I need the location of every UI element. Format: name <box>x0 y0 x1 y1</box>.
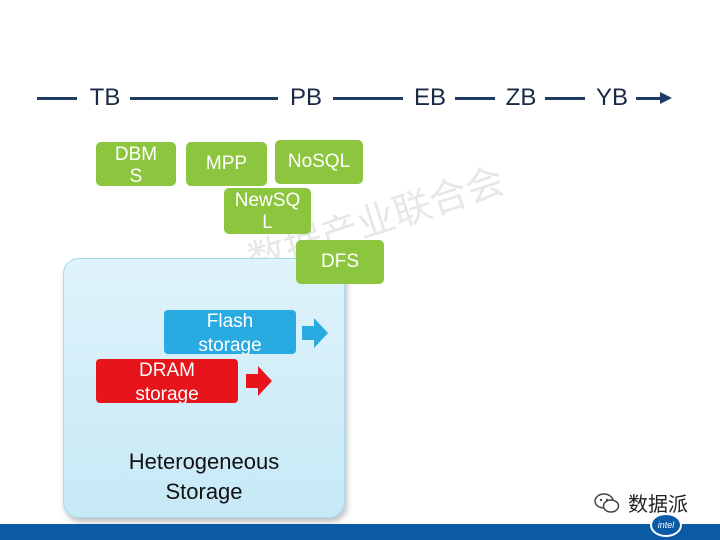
wechat-icon <box>594 493 620 513</box>
scale-label-zb: ZB <box>505 84 537 111</box>
axis-segment <box>545 97 585 100</box>
wechat-brand-name: 数据派 <box>624 488 692 517</box>
tech-box-nosql: NoSQL <box>275 140 363 184</box>
scale-label-eb: EB <box>413 84 446 111</box>
intel-logo: intel <box>650 513 682 537</box>
tech-box-mpp: MPP <box>186 142 267 186</box>
flash-storage-box: Flash storage <box>164 310 296 354</box>
storage-caption-line1: Heterogeneous <box>128 449 280 474</box>
tech-box-newsql: NewSQ L <box>224 188 311 234</box>
scale-label-tb: TB <box>89 84 121 111</box>
tech-box-dfs: DFS <box>296 240 384 284</box>
dram-storage-box: DRAM storage <box>96 359 238 403</box>
axis-segment <box>455 97 495 100</box>
storage-caption-line2: Storage <box>165 479 243 504</box>
axis-segment <box>636 97 662 100</box>
flash-arrow-icon <box>302 318 328 348</box>
dram-arrow-icon <box>246 366 272 396</box>
tech-box-dbms: DBM S <box>96 142 176 186</box>
footer-bar <box>0 524 720 540</box>
axis-segment <box>130 97 278 100</box>
axis-segment <box>37 97 77 100</box>
axis-segment <box>333 97 403 100</box>
axis-arrow-icon <box>660 92 672 104</box>
scale-label-yb: YB <box>595 84 628 111</box>
storage-caption: Heterogeneous Storage <box>63 447 345 507</box>
scale-label-pb: PB <box>289 84 322 111</box>
